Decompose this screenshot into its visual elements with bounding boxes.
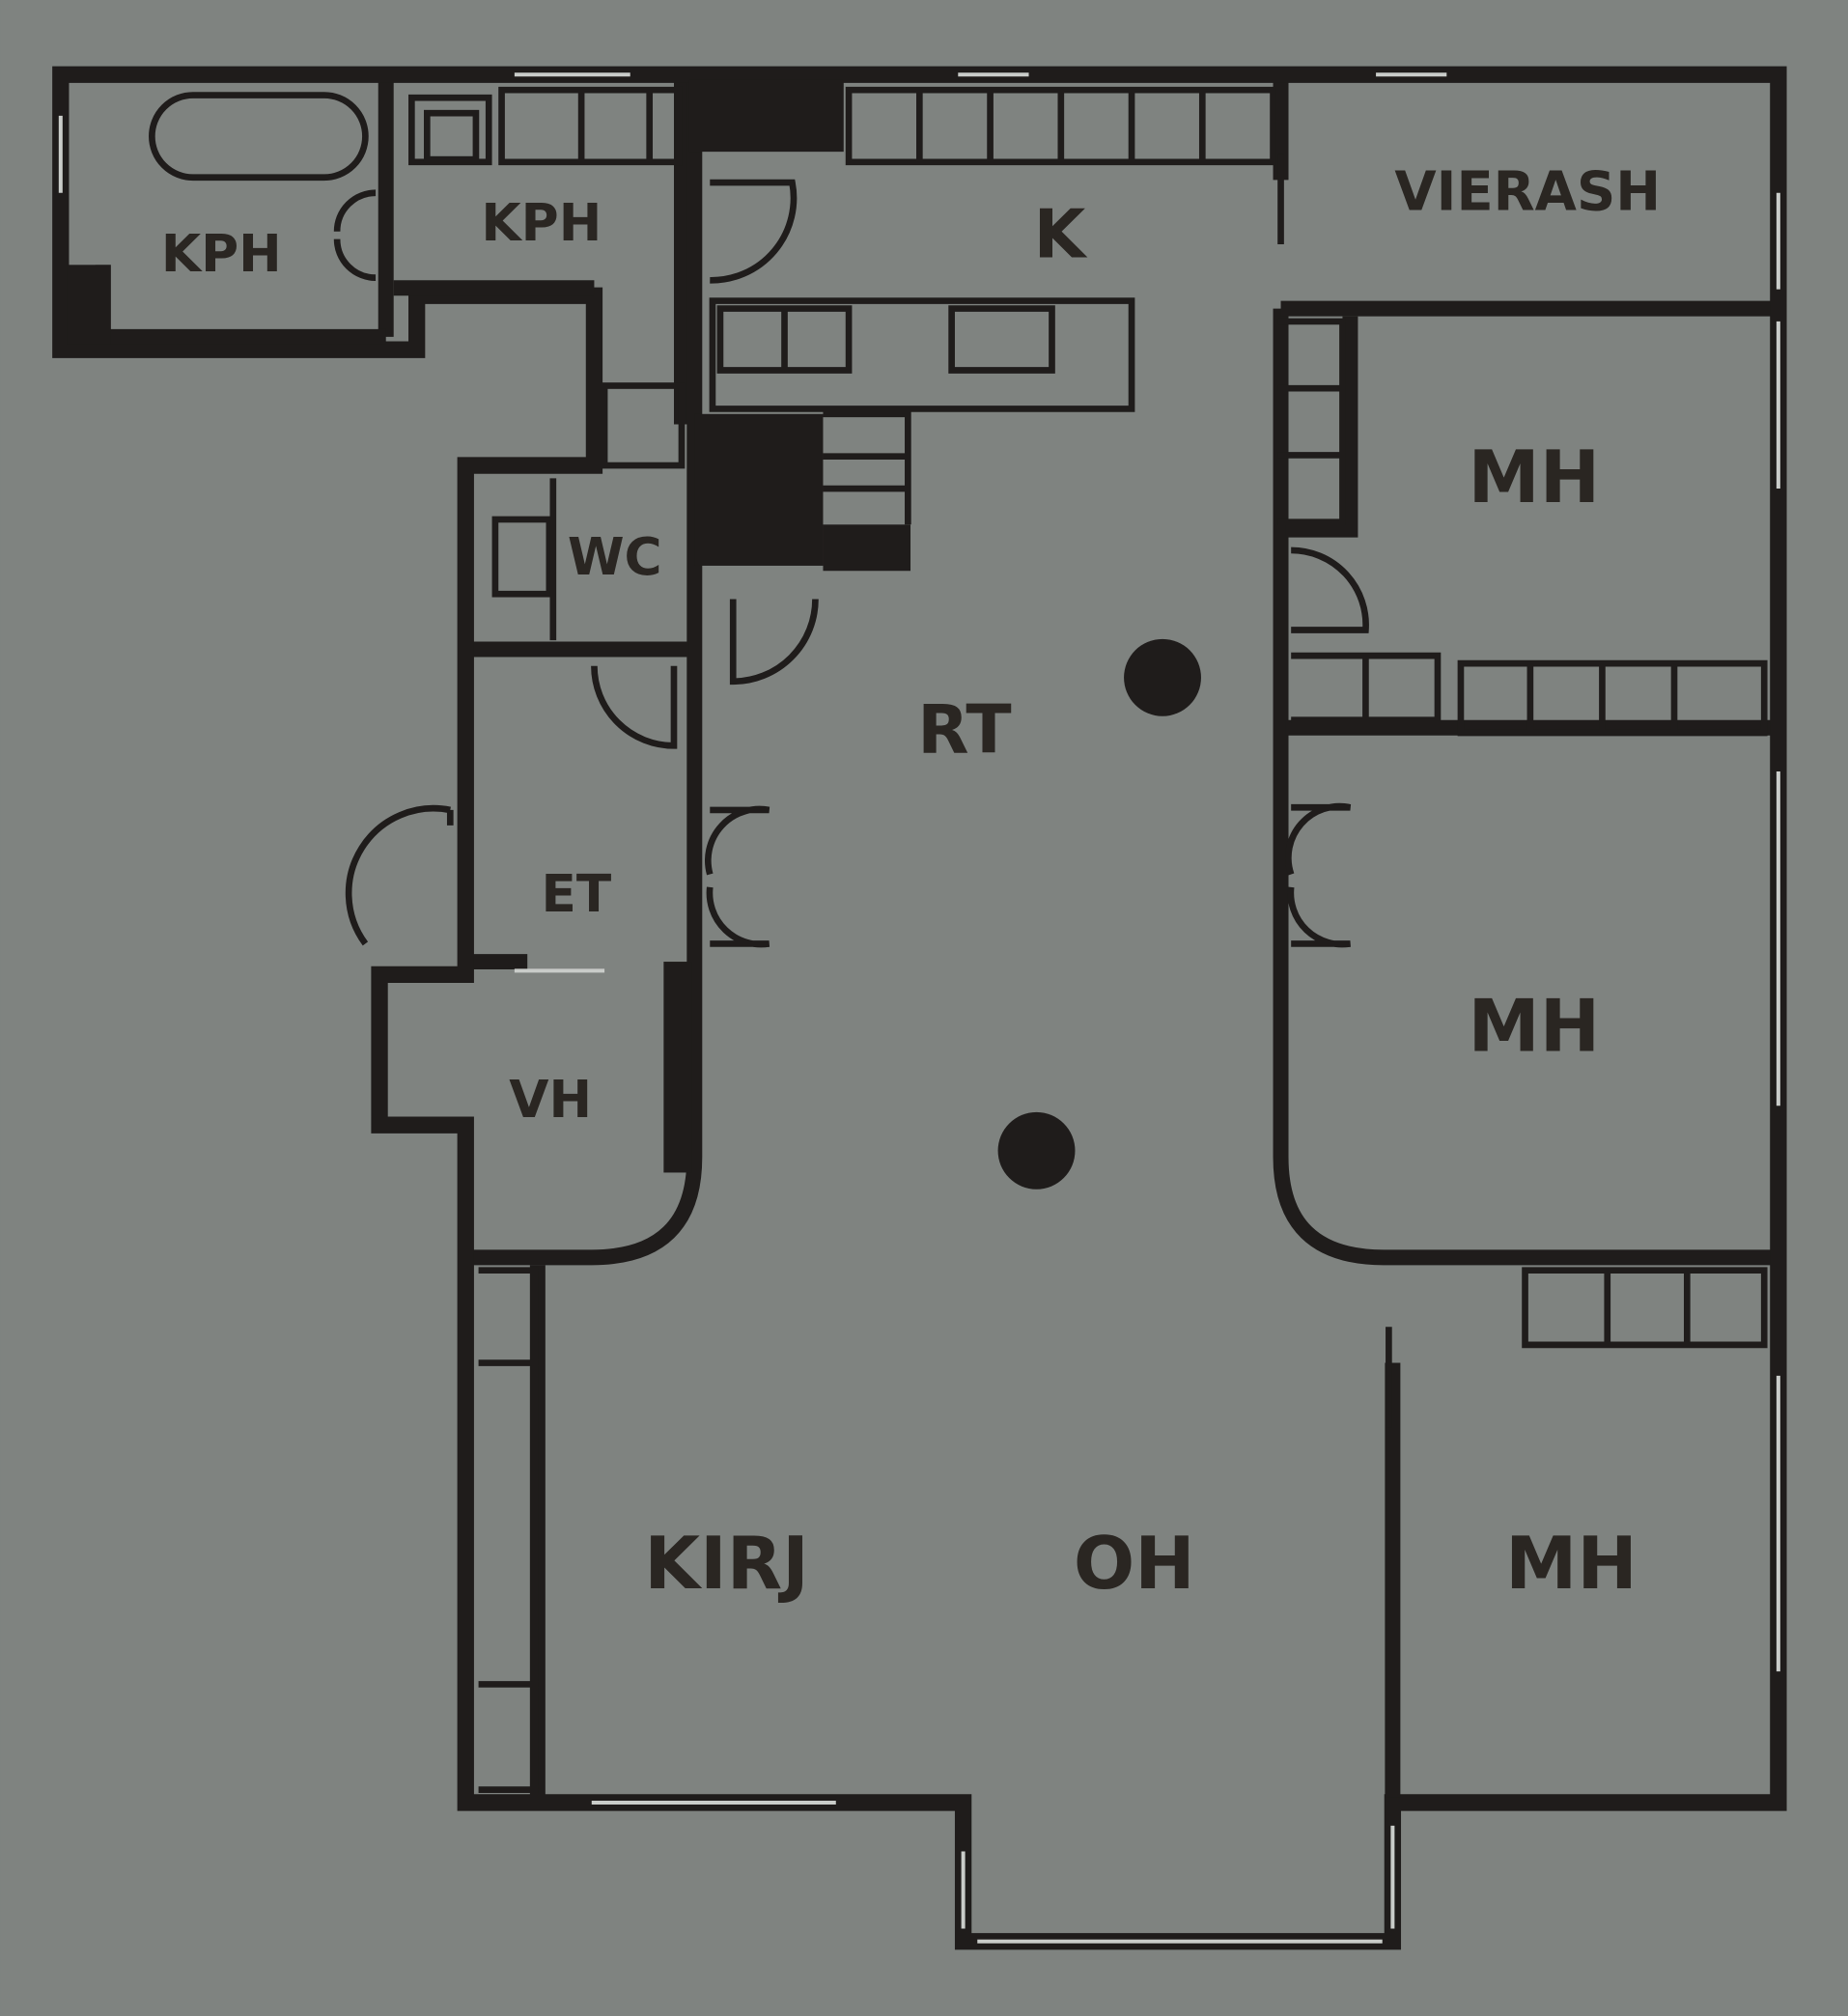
kitchen-island-units [716, 305, 1055, 374]
corridor-cabinet [601, 382, 686, 469]
room-label-kph-1: KPH [161, 224, 282, 284]
wall-right-block [1273, 308, 1771, 1266]
room-label-wc: WC [568, 527, 662, 587]
windows [58, 72, 1780, 1944]
solid-wall-blocks [67, 79, 1201, 1190]
kitchen-door [710, 179, 798, 284]
fixtures [149, 86, 1768, 1793]
mh3-closet [1522, 1267, 1768, 1349]
kirj-shelves [478, 1267, 539, 1793]
room-label-vierash: VIERASH [1394, 161, 1661, 224]
room-label-mh-3: MH [1505, 1522, 1638, 1606]
wall-mh1-closet-back [1285, 316, 1358, 538]
mh1-lower-closet [1291, 652, 1768, 737]
column-lower [997, 1111, 1076, 1190]
bath-corner-block [67, 265, 111, 345]
et-door [591, 665, 678, 749]
shaft-top [688, 79, 844, 153]
room-label-vh: VH [509, 1070, 592, 1130]
bathtub [149, 92, 369, 182]
mh2-door [1285, 802, 1352, 948]
room-label-mh-2: MH [1469, 984, 1601, 1068]
kph2-cabinet [498, 86, 683, 166]
shaft-middle [694, 413, 824, 566]
wc-sink [491, 516, 553, 598]
bath-door-1 [333, 189, 377, 281]
wall-corridor-left [473, 82, 703, 1266]
room-label-oh: OH [1074, 1522, 1195, 1606]
mh1-closet [1277, 318, 1346, 525]
room-label-et: ET [541, 864, 611, 924]
et-side-door-right [705, 805, 770, 948]
kitchen-upper-cabinets [845, 86, 1276, 166]
shaft-middle-right [823, 524, 911, 572]
column-upper [1124, 638, 1201, 716]
shaft-shelves [823, 410, 911, 525]
room-labels: KPH KPH K VIERASH WC RT MH ET MH VH KIRJ… [161, 161, 1661, 1607]
room-label-kitchen: K [1034, 197, 1088, 274]
et-side-door-left [345, 804, 454, 946]
vh-wall-block [663, 962, 692, 1173]
kph2-sink-inner [423, 109, 480, 163]
wc-door [729, 599, 819, 686]
room-label-mh-1: MH [1469, 435, 1601, 519]
kitchen-island [709, 297, 1135, 412]
room-label-kph-2: KPH [481, 193, 602, 253]
room-label-rt: RT [917, 691, 1011, 769]
mh1-door [1291, 546, 1369, 633]
room-label-kirj: KIRJ [644, 1522, 809, 1606]
